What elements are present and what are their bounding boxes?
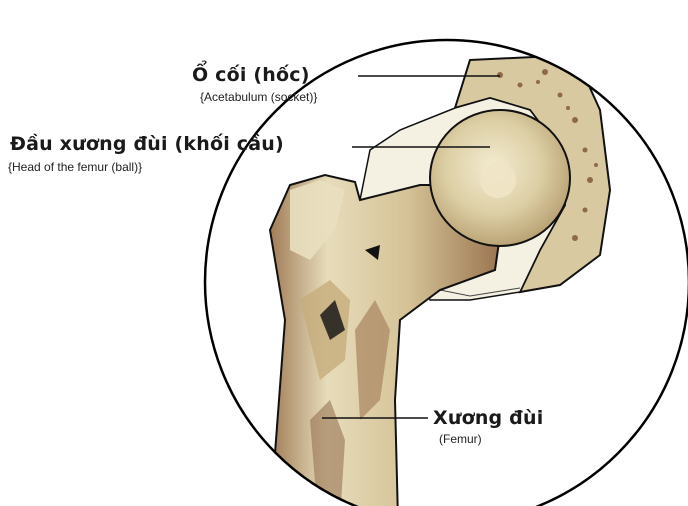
acetabulum-label: Ổ cối (hốc)	[192, 64, 310, 86]
femoral-head-sublabel: {Head of the femur (ball)}	[8, 160, 142, 174]
acetabulum-sublabel: {Acetabulum (socket)}	[200, 90, 317, 104]
femur-label: Xương đùi	[433, 407, 543, 429]
femur-sublabel: (Femur)	[439, 432, 482, 446]
femoral-head-label: Đầu xương đùi (khối cầu)	[10, 133, 284, 155]
